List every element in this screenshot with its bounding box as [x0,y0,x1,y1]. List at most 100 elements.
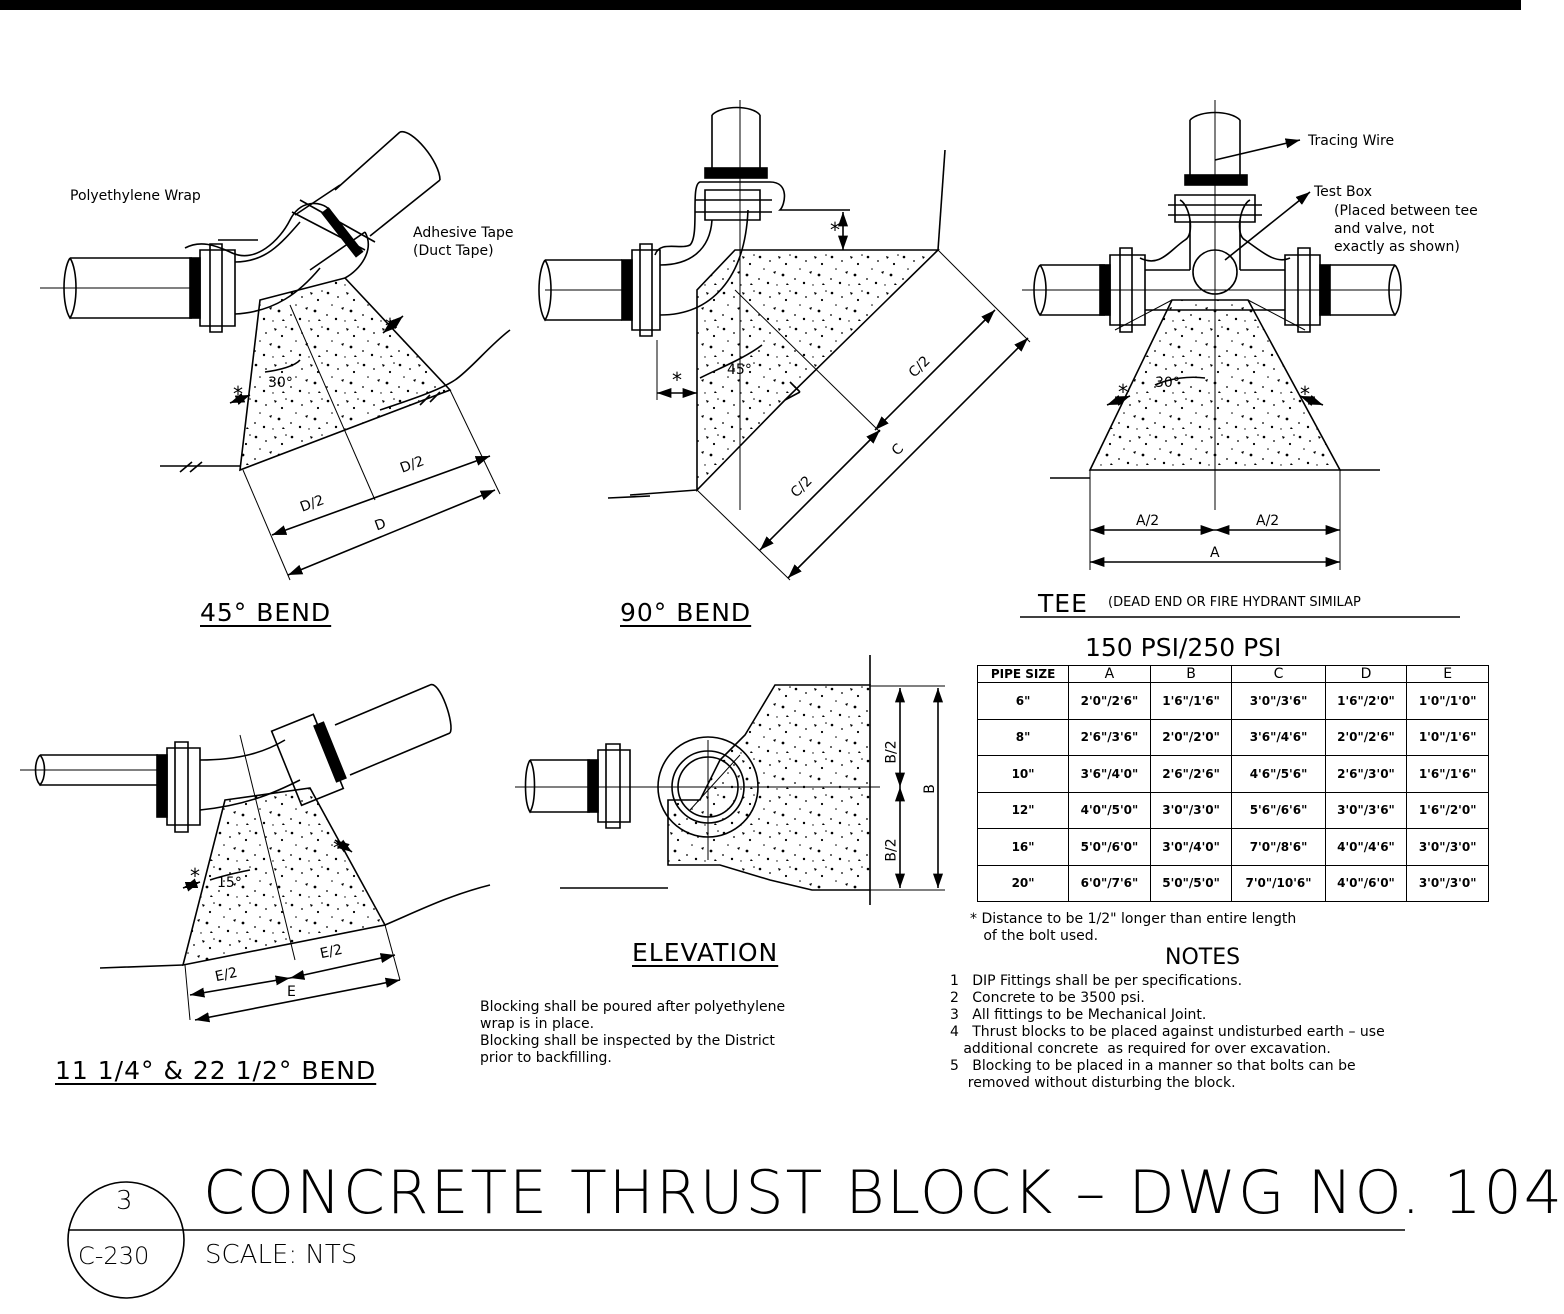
table-cell: 7'0"/8'6" [1231,828,1326,866]
sheet-number: C-230 [78,1242,150,1270]
table-cell: 5'0"/5'0" [1149,864,1233,902]
table-cell: 1'6"/2'0" [1406,791,1489,829]
notes-list: 1 DIP Fittings shall be per specificatio… [950,973,1385,1091]
star-mark: * [1118,380,1128,404]
label-polyethylene-wrap: Polyethylene Wrap [70,188,201,204]
table-cell: 6'0"/7'6" [1068,864,1151,902]
table-cell: 2'6"/3'6" [1068,718,1151,756]
label-test-box-note: and valve, not [1334,221,1435,237]
label-adhesive-tape: Adhesive Tape [413,225,514,241]
table-cell: 8" [976,718,1070,756]
table-cell: 10" [976,755,1070,793]
caption-90-bend: 90° BEND [620,598,752,627]
dim-label-b2: B/2 [883,838,900,862]
table-cell: 2'0"/2'6" [1324,718,1408,756]
dim-label-e: E [287,984,296,1000]
table-cell: 7'0"/10'6" [1231,864,1326,902]
table-cell: 3'0"/3'6" [1231,682,1326,720]
angle-label-30: 30° [1155,375,1180,391]
table-cell: 5'6"/6'6" [1231,791,1326,829]
bend-small-drawing [20,684,491,1023]
top-border [0,0,1521,10]
table-cell: 3'0"/3'0" [1406,828,1489,866]
table-cell: 2'6"/3'0" [1324,755,1408,793]
table-cell: 3'0"/4'0" [1149,828,1233,866]
table-cell: 20" [976,864,1070,902]
notes-title: NOTES [1165,945,1241,970]
table-row: 16" 5'0"/6'0" 3'0"/4'0" 7'0"/8'6" 4'0"/4… [976,828,1489,866]
table-cell: 6" [976,682,1070,720]
caption-tee-note: (DEAD END OR FIRE HYDRANT SIMILAP [1108,595,1361,610]
elevation-drawing [515,655,945,905]
angle-label-30: 30° [268,375,293,391]
caption-tee: TEE [1038,589,1088,618]
angle-label-45: 45° [727,362,752,378]
table-cell: 2'0"/2'0" [1149,718,1233,756]
table-cell: 4'0"/5'0" [1068,791,1151,829]
star-mark: * [233,382,243,406]
table-cell: 1'0"/1'0" [1406,682,1489,720]
table-row: 10" 3'6"/4'0" 2'6"/2'6" 4'6"/5'6" 2'6"/3… [976,755,1489,793]
star-mark: * [1300,382,1310,406]
dim-label-a: A [1210,545,1220,561]
label-test-box-note: (Placed between tee [1334,203,1478,219]
caption-45-bend: 45° BEND [200,598,332,627]
label-duct-tape: (Duct Tape) [413,243,494,259]
table-cell: 2'6"/2'6" [1149,755,1233,793]
table-footnote: * Distance to be 1/2" longer than entire… [970,911,1297,944]
table-cell: 3'0"/3'0" [1406,864,1489,902]
scale-label: SCALE: NTS [205,1240,358,1270]
table-cell: 3'0"/3'0" [1149,791,1233,829]
table-row: 12" 4'0"/5'0" 3'0"/3'0" 5'6"/6'6" 3'0"/3… [976,791,1489,829]
tee-drawing [1020,100,1460,618]
table-header: A [1068,665,1151,683]
bend90-drawing [538,100,1031,581]
table-header: C [1231,665,1326,683]
table-cell: 3'6"/4'0" [1068,755,1151,793]
star-mark: * [190,864,200,888]
label-test-box: Test Box [1314,184,1373,200]
table-cell: 1'6"/2'0" [1324,682,1408,720]
star-mark: * [672,368,682,392]
star-mark: * [830,218,840,242]
title-block-linework [67,1181,1405,1299]
dim-label-b: B [921,784,938,794]
table-header: D [1324,665,1408,683]
table-cell: 12" [976,791,1070,829]
blocking-note: Blocking shall be poured after polyethyl… [480,999,786,1066]
table-title: 150 PSI/250 PSI [1085,633,1282,662]
angle-label-15: 15° [217,875,242,891]
table-cell: 4'0"/6'0" [1324,864,1408,902]
table-cell: 3'6"/4'6" [1231,718,1326,756]
table-row: 8" 2'6"/3'6" 2'0"/2'0" 3'6"/4'6" 2'0"/2'… [976,718,1489,756]
drawing-title: CONCRETE THRUST BLOCK – DWG NO. 104 [203,1158,1564,1228]
dim-label-a2: A/2 [1136,513,1160,529]
dim-label-b2: B/2 [883,740,900,764]
table-cell: 1'0"/1'6" [1406,718,1489,756]
star-mark: * [333,836,343,860]
label-test-box-note: exactly as shown) [1334,239,1460,255]
bend45-drawing [40,131,511,581]
table-row: 6" 2'0"/2'6" 1'6"/1'6" 3'0"/3'6" 1'6"/2'… [976,682,1489,720]
caption-elevation: ELEVATION [632,938,779,967]
dim-label-a2: A/2 [1256,513,1280,529]
star-mark: * [385,314,395,338]
table-header: B [1149,665,1233,683]
label-tracing-wire: Tracing Wire [1308,133,1395,149]
table-cell: 3'0"/3'6" [1324,791,1408,829]
table-cell: 4'6"/5'6" [1231,755,1326,793]
table-cell: 1'6"/1'6" [1406,755,1489,793]
caption-small-bend: 11 1/4° & 22 1/2° BEND [55,1056,377,1085]
table-cell: 4'0"/4'6" [1324,828,1408,866]
drawing-linework [20,100,1460,1299]
thrust-block-table: PIPE SIZE A B C D E 6" 2'0"/2'6" 1'6"/1'… [976,665,1489,902]
detail-number: 3 [116,1186,133,1216]
table-header: PIPE SIZE [976,665,1070,683]
table-cell: 16" [976,828,1070,866]
table-header-row: PIPE SIZE A B C D E [976,665,1489,683]
table-header: E [1406,665,1489,683]
table-cell: 5'0"/6'0" [1068,828,1151,866]
table-cell: 1'6"/1'6" [1149,682,1233,720]
table-cell: 2'0"/2'6" [1068,682,1151,720]
table-row: 20" 6'0"/7'6" 5'0"/5'0" 7'0"/10'6" 4'0"/… [976,864,1489,902]
